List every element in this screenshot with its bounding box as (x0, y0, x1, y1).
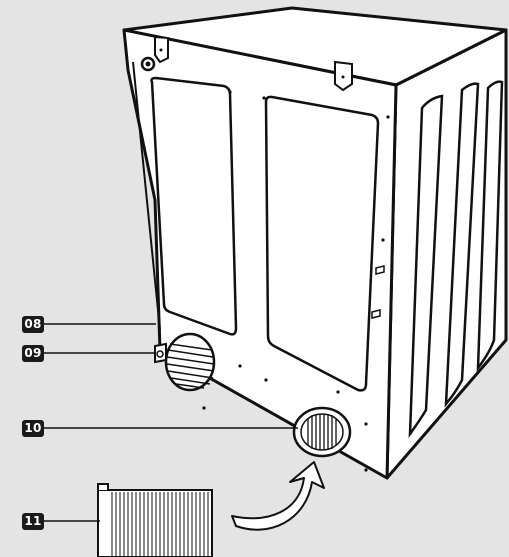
back-recess-right (264, 95, 380, 392)
side-clip-lower (371, 309, 381, 319)
bracket-screw-right (341, 75, 345, 79)
callout-11: 11 (22, 513, 44, 530)
side-groove-1 (408, 94, 444, 439)
dryer-left-edge (132, 61, 161, 331)
side-groove-3 (476, 80, 504, 372)
callout-09: 09 (22, 345, 44, 362)
fitting-valve (156, 350, 164, 358)
back-screws (202, 90, 390, 472)
vent-grille-left-slats (166, 343, 215, 389)
vent-filter (97, 489, 213, 557)
cord-inlet-core (145, 61, 151, 67)
side-clip-upper (375, 265, 385, 275)
side-groove-2 (444, 82, 480, 408)
exhaust-vent-rim (300, 413, 344, 451)
callout-10: 10 (22, 420, 44, 437)
back-recess-left (150, 76, 238, 336)
exhaust-vent-slats (307, 414, 337, 450)
install-arrow (231, 461, 325, 531)
vent-filter-tab (97, 483, 109, 490)
callout-08: 08 (22, 316, 44, 333)
vent-filter-pleats (111, 492, 209, 557)
bracket-screw-left (159, 48, 163, 52)
